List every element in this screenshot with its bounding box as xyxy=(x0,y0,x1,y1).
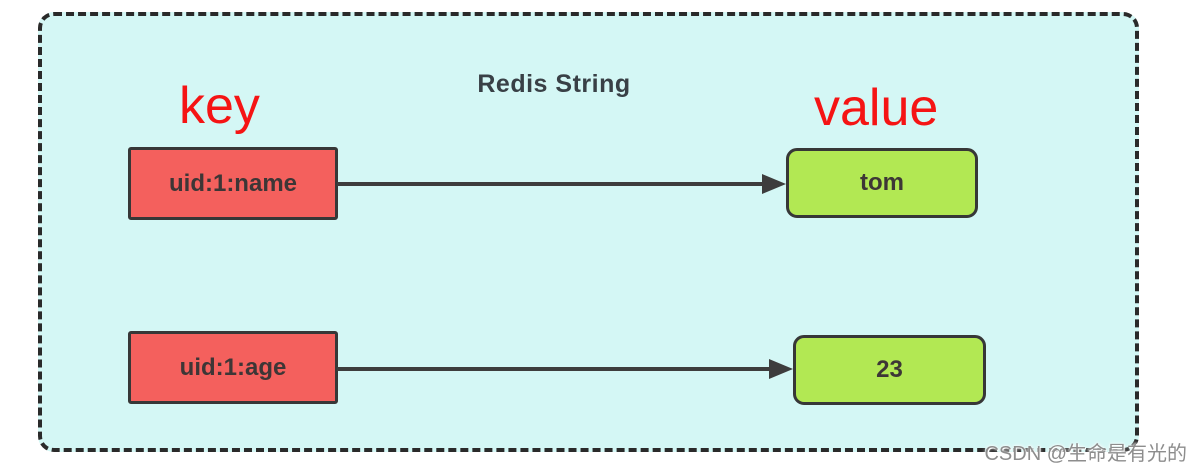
key-box-uid-1-name: uid:1:name xyxy=(128,147,338,220)
value-box-text: 23 xyxy=(876,356,903,383)
value-box-tom: tom xyxy=(786,148,978,218)
key-box-text: uid:1:name xyxy=(168,169,297,197)
value-label: value xyxy=(814,79,939,137)
key-label: key xyxy=(179,77,260,135)
value-box-23: 23 xyxy=(793,335,986,405)
diagram-title: Redis String xyxy=(477,70,631,98)
key-box-text: uid:1:age xyxy=(179,353,287,381)
value-box-text: tom xyxy=(860,169,904,196)
key-box-uid-1-age: uid:1:age xyxy=(128,331,338,404)
csdn-watermark: CSDN @生命是有光的 xyxy=(984,443,1187,465)
arrow-line-row1 xyxy=(337,182,764,186)
arrow-line-row2 xyxy=(337,367,771,371)
arrow-head-icon xyxy=(762,174,786,194)
arrow-head-icon xyxy=(769,359,793,379)
